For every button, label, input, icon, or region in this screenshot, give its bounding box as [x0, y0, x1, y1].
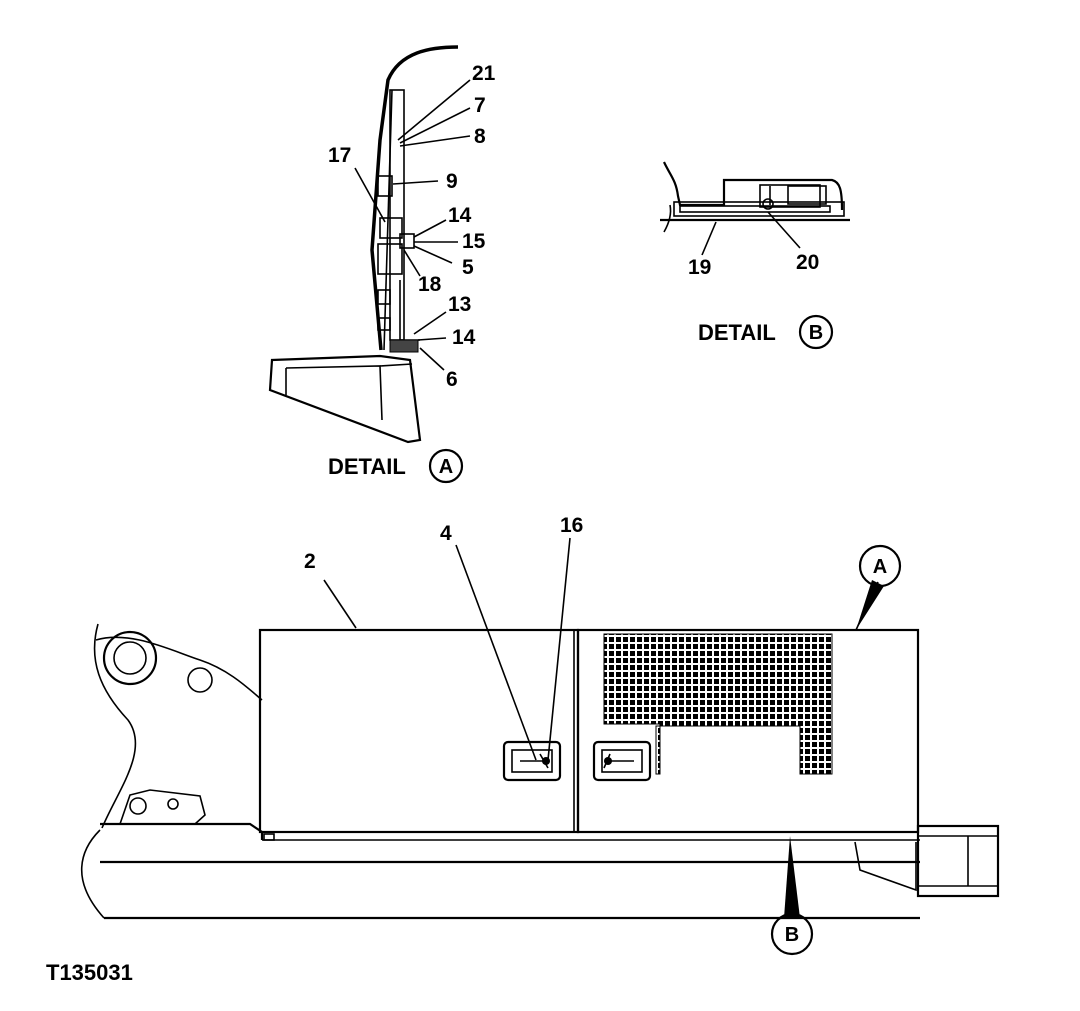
callout-5: 5 — [462, 256, 474, 279]
callout-19: 19 — [688, 256, 711, 279]
view-marker-a: A — [858, 544, 902, 588]
svg-text:A: A — [439, 456, 453, 478]
svg-text:A: A — [873, 556, 887, 578]
main-view-drawing — [80, 623, 1000, 920]
callout-4: 4 — [440, 522, 452, 545]
view-marker-b: B — [770, 912, 814, 956]
main-view-callouts: 2 4 16 — [304, 514, 583, 573]
callout-6: 6 — [446, 368, 458, 391]
detail-b-leaders — [701, 211, 801, 256]
detail-b-callouts: 19 20 — [688, 251, 819, 279]
detail-b-drawing — [660, 161, 850, 233]
callout-9: 9 — [446, 170, 458, 193]
callout-13: 13 — [448, 293, 471, 316]
callout-14-upper: 14 — [448, 204, 472, 227]
callout-15: 15 — [462, 230, 486, 253]
callout-17: 17 — [328, 144, 351, 167]
callout-16: 16 — [560, 514, 583, 537]
svg-text:B: B — [809, 322, 823, 344]
svg-text:B: B — [785, 924, 799, 946]
svg-text:DETAIL: DETAIL — [698, 320, 776, 345]
callout-8: 8 — [474, 125, 486, 148]
detail-b-label: DETAIL B — [698, 314, 834, 350]
callout-14-lower: 14 — [452, 326, 476, 349]
callout-2: 2 — [304, 550, 316, 573]
detail-a-leaders — [354, 79, 471, 371]
detail-a-drawing — [268, 45, 459, 444]
svg-text:DETAIL: DETAIL — [328, 454, 406, 479]
callout-7: 7 — [474, 94, 486, 117]
detail-a-label: DETAIL A — [328, 448, 464, 484]
callout-20: 20 — [796, 251, 819, 274]
main-view-leaders — [323, 537, 884, 918]
callout-18: 18 — [418, 273, 442, 296]
detail-a-callouts: 21 7 8 17 9 14 15 5 18 13 14 6 — [328, 62, 496, 391]
figure-id: T135031 — [46, 960, 133, 985]
callout-21: 21 — [472, 62, 496, 85]
